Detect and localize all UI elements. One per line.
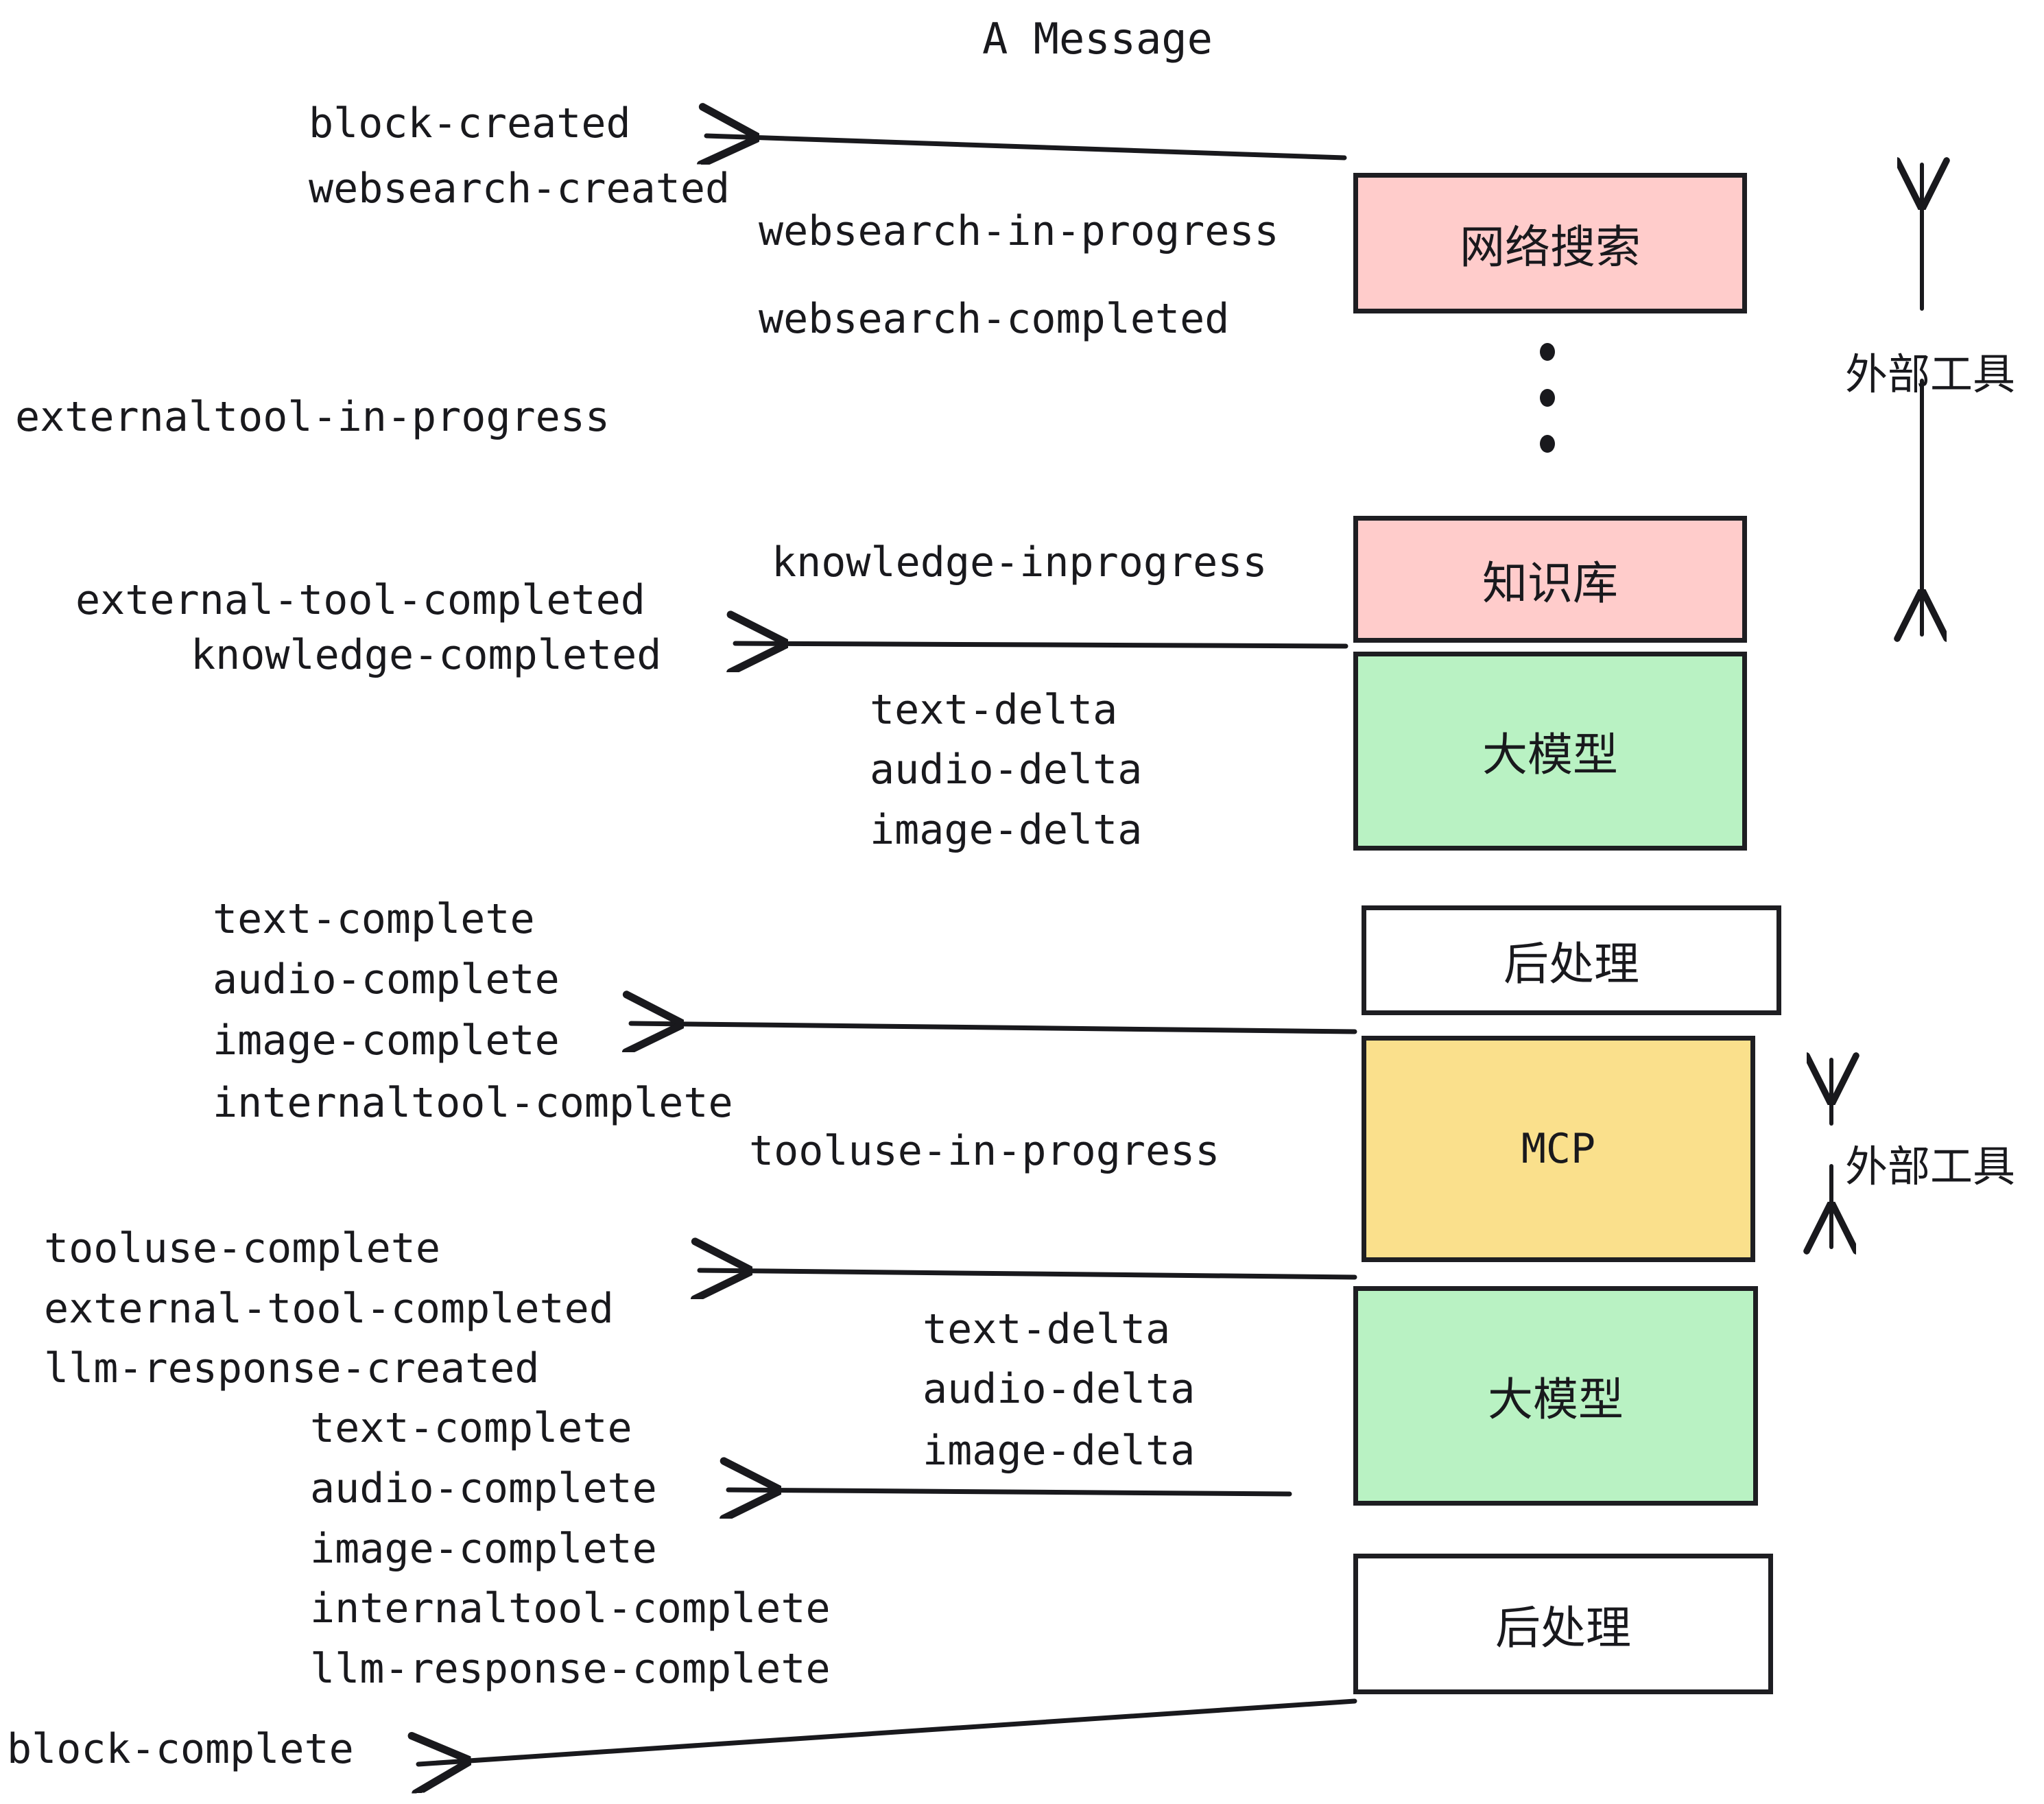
event-label-block-created: block-created	[309, 99, 631, 147]
page-title: A Message	[982, 14, 1213, 64]
event-label-audio-complete-2: audio-complete	[310, 1464, 657, 1512]
node-box-label: 后处理	[1495, 1601, 1631, 1654]
event-label-knowledge-inprogress: knowledge-inprogress	[772, 538, 1268, 586]
node-box-label: 知识库	[1482, 556, 1618, 610]
event-label-text-delta-2: text-delta	[923, 1305, 1171, 1353]
node-box-postprocess-2: 后处理	[1353, 1554, 1773, 1694]
event-label-tooluse-in-progress: tooluse-in-progress	[749, 1127, 1220, 1175]
event-label-text-delta-1: text-delta	[870, 686, 1118, 734]
event-label-audio-complete-1: audio-complete	[213, 956, 560, 1004]
event-label-llm-response-complete: llm-response-complete	[310, 1645, 831, 1693]
event-label-tooluse-complete: tooluse-complete	[44, 1224, 440, 1272]
node-box-mcp: MCP	[1362, 1036, 1755, 1262]
node-box-llm-2: 大模型	[1353, 1286, 1758, 1506]
arrow-postprocess-to-image-complete	[631, 1023, 1357, 1032]
event-label-websearch-in-progress: websearch-in-progress	[759, 207, 1279, 255]
ellipsis-dot	[1540, 343, 1555, 361]
node-box-websearch: 网络搜索	[1353, 173, 1747, 313]
event-label-external-tool-completed-1: external-tool-completed	[75, 576, 645, 624]
event-label-externaltool-in-progress: externaltool-in-progress	[15, 393, 610, 441]
event-label-image-complete-2: image-complete	[310, 1525, 657, 1573]
node-box-label: 网络搜索	[1460, 220, 1641, 274]
event-label-text-complete-2: text-complete	[310, 1404, 632, 1452]
arrow-llm-to-audio-complete	[728, 1490, 1292, 1494]
node-box-label: 后处理	[1504, 938, 1639, 990]
node-box-label: MCP	[1521, 1125, 1596, 1173]
event-label-llm-response-created: llm-response-created	[44, 1344, 540, 1392]
event-label-knowledge-completed: knowledge-completed	[191, 631, 662, 679]
event-label-text-complete-1: text-complete	[213, 895, 535, 943]
node-box-postprocess-1: 后处理	[1362, 905, 1781, 1015]
event-label-image-delta-1: image-delta	[870, 806, 1143, 854]
arrow-mcp-to-tooluse-complete	[700, 1270, 1357, 1277]
event-label-websearch-completed: websearch-completed	[759, 295, 1230, 343]
arrow-postprocess-to-block-complete	[418, 1698, 1357, 1764]
arrow-websearch-to-block-created	[706, 136, 1347, 158]
event-label-image-complete-1: image-complete	[213, 1017, 560, 1065]
vertical-ellipsis-icon	[1540, 343, 1555, 453]
event-label-internaltool-complete-2: internaltool-complete	[310, 1585, 831, 1633]
event-label-websearch-created: websearch-created	[309, 165, 730, 213]
ellipsis-dot	[1540, 389, 1555, 407]
node-box-knowledge: 知识库	[1353, 516, 1747, 643]
event-label-internaltool-complete-1: internaltool-complete	[213, 1079, 733, 1127]
side-label-external-tools-bottom: 外部工具	[1845, 1141, 2016, 1191]
event-label-image-delta-2: image-delta	[923, 1427, 1196, 1475]
event-label-block-complete: block-complete	[7, 1725, 354, 1773]
side-label-external-tools-top: 外部工具	[1845, 349, 2016, 399]
arrow-knowledge-to-knowledge-completed	[735, 643, 1348, 646]
event-label-audio-delta-1: audio-delta	[870, 746, 1143, 794]
node-box-label: 大模型	[1488, 1373, 1624, 1426]
event-label-external-tool-completed-2: external-tool-completed	[44, 1285, 614, 1333]
node-box-label: 大模型	[1482, 728, 1618, 781]
node-box-llm-1: 大模型	[1353, 652, 1747, 851]
event-label-audio-delta-2: audio-delta	[923, 1365, 1196, 1413]
ellipsis-dot	[1540, 435, 1555, 453]
